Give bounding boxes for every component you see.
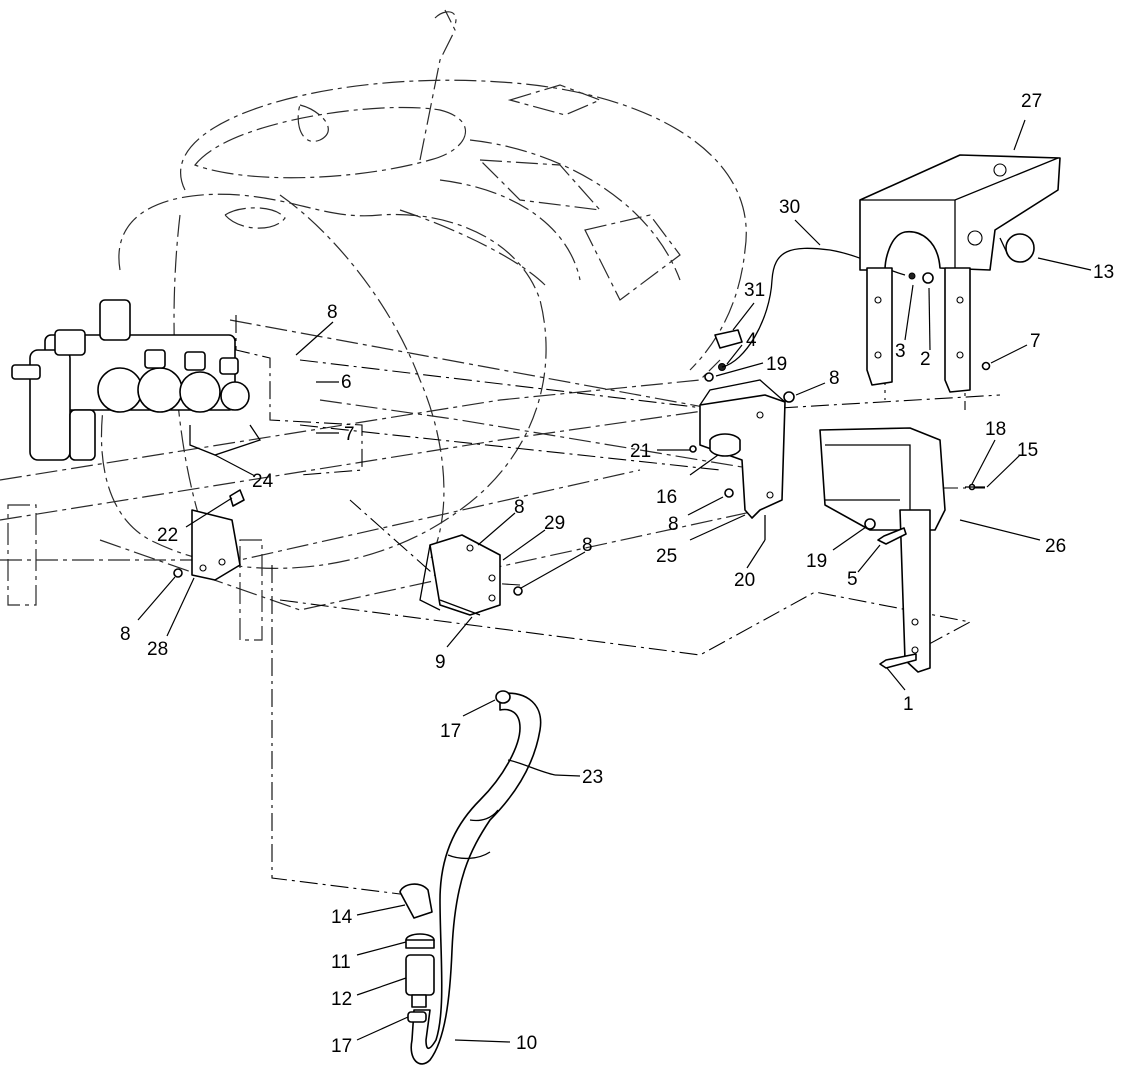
leader-lines [137, 119, 1092, 1043]
callout-3: 3 [895, 341, 906, 362]
callout-8-right: 8 [829, 368, 840, 389]
callout-20: 20 [734, 570, 755, 591]
callout-31: 31 [744, 280, 765, 301]
sensor-31 [714, 329, 743, 349]
bracket-27 [859, 154, 1061, 393]
callout-labels: 1 2 3 4 5 6 7 7 8 8 8 8 8 8 9 10 11 12 1… [120, 91, 1114, 1057]
clamp-17-top [495, 690, 511, 704]
callout-8-bracket: 8 [668, 514, 679, 535]
tank-phantom-outline [100, 79, 747, 569]
callout-9: 9 [435, 652, 446, 673]
callout-7-left: 7 [344, 424, 355, 445]
frame-phantom-outline [0, 9, 761, 641]
callout-25: 25 [656, 546, 677, 567]
washer-8-top [783, 391, 795, 403]
clamp-23 [507, 759, 556, 776]
callout-14: 14 [331, 907, 353, 928]
callout-24: 24 [252, 471, 274, 492]
elbow-14 [399, 883, 433, 919]
callout-8-mid-top: 8 [514, 497, 525, 518]
nut-8-mid [513, 586, 523, 596]
bracket-26 [819, 427, 946, 673]
callout-4: 4 [746, 330, 757, 351]
hose-10 [410, 692, 542, 1065]
callout-17-bottom: 17 [331, 1036, 352, 1057]
callout-30: 30 [779, 197, 800, 218]
assembly-centerlines [235, 315, 1001, 896]
callout-19-upper: 19 [766, 354, 787, 375]
nut-8-bracket [724, 488, 734, 498]
manifold-valve-assembly [11, 299, 262, 461]
callout-19-lower: 19 [806, 551, 827, 572]
callout-22: 22 [157, 525, 178, 546]
nut-8-left [173, 568, 183, 578]
fitting-2-3 [908, 272, 934, 284]
callout-16: 16 [656, 487, 677, 508]
callout-2: 2 [920, 349, 931, 370]
bolt-9 [439, 599, 481, 616]
callout-11: 11 [331, 952, 351, 973]
bolt-22 [229, 489, 245, 507]
bolt-1 [879, 653, 917, 669]
callout-28: 28 [147, 639, 168, 660]
callout-7-right: 7 [1030, 331, 1041, 352]
clamp-17-bottom [407, 1011, 427, 1023]
callout-15: 15 [1017, 440, 1038, 461]
screw-21 [689, 445, 697, 453]
fitting-16 [709, 433, 741, 457]
gasket-11 [405, 933, 435, 949]
bracket-28 [191, 509, 241, 581]
callout-1: 1 [903, 694, 914, 715]
valve-12 [405, 954, 435, 1008]
nut-7-right [981, 361, 991, 371]
callout-8-top-left: 8 [327, 302, 338, 323]
callout-8-bottom-left: 8 [120, 624, 131, 645]
callout-6: 6 [341, 372, 352, 393]
fitting-4-19 [704, 363, 726, 382]
nut-19-lower [864, 518, 876, 530]
callout-18: 18 [985, 419, 1006, 440]
callout-12: 12 [331, 989, 352, 1010]
bolt-5 [877, 527, 907, 545]
callout-5: 5 [847, 569, 858, 590]
callout-29: 29 [544, 513, 565, 534]
callout-17-top: 17 [440, 721, 461, 742]
callout-13: 13 [1093, 262, 1114, 283]
callout-26: 26 [1045, 536, 1066, 557]
bracket-29 [419, 534, 501, 616]
gauge-13 [999, 233, 1035, 263]
callout-8-mid-right: 8 [582, 535, 593, 556]
callout-27: 27 [1021, 91, 1042, 112]
callout-10: 10 [516, 1033, 537, 1054]
callout-21: 21 [630, 441, 651, 462]
bolt-15-18 [965, 483, 985, 491]
callout-23: 23 [582, 767, 603, 788]
